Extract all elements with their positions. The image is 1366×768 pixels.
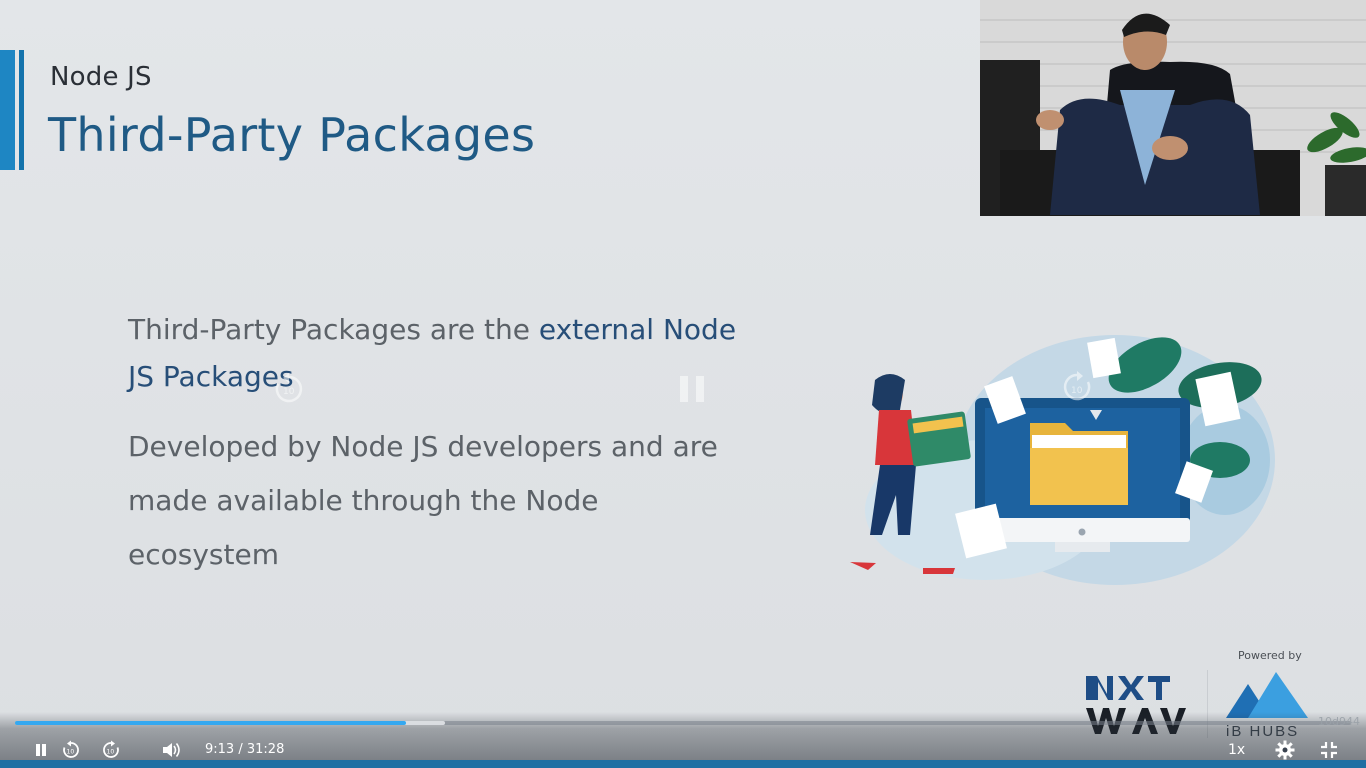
pause-icon [36, 744, 46, 756]
overlay-pause-icon[interactable] [676, 372, 708, 406]
rewind-10-icon: 10 [63, 740, 79, 758]
slide-title: Third-Party Packages [48, 108, 536, 162]
video-id-watermark: 10d944 [1318, 715, 1360, 728]
time-separator: / [238, 742, 243, 757]
presenter-image [980, 0, 1366, 216]
progress-played [15, 721, 407, 725]
volume-button[interactable] [158, 738, 184, 762]
forward-10-button[interactable]: 10 [98, 738, 124, 762]
gear-icon [1275, 740, 1295, 760]
slide-accent-bar [0, 50, 26, 170]
pause-button[interactable] [28, 738, 54, 762]
exit-fullscreen-icon [1321, 742, 1337, 758]
progress-bar[interactable] [15, 721, 1351, 725]
exit-fullscreen-button[interactable] [1316, 738, 1342, 762]
volume-icon [163, 743, 180, 757]
forward-10-icon: 10 [103, 740, 119, 758]
time-display: 9:13 / 31:28 [205, 742, 284, 757]
duration: 31:28 [246, 742, 285, 757]
slide-paragraph-description: Developed by Node JS developers and are … [128, 430, 718, 571]
overlay-rewind-icon[interactable]: 10 [272, 372, 306, 406]
definition-text: Third-Party Packages are the [128, 313, 539, 346]
current-time: 9:13 [205, 742, 235, 757]
powered-by-label: Powered by [1238, 649, 1302, 662]
rewind-10-button[interactable]: 10 [58, 738, 84, 762]
packages-illustration [850, 335, 1275, 585]
svg-text:10: 10 [283, 387, 295, 397]
settings-button[interactable] [1272, 738, 1298, 762]
definition-highlight: external Node JS Packages [128, 313, 737, 393]
player-bottom-edge [0, 760, 1366, 768]
logo-separator [1207, 670, 1208, 738]
presenter-webcam [980, 0, 1366, 216]
svg-text:10: 10 [107, 749, 115, 756]
slide-paragraph-definition: Third-Party Packages are the external No… [128, 306, 748, 400]
course-name: Node JS [50, 62, 152, 92]
player-control-bar: 10d944 10 10 [0, 712, 1366, 768]
overlay-forward-icon[interactable]: 10 [1060, 370, 1094, 404]
playback-speed-button[interactable]: 1x [1228, 742, 1246, 758]
svg-text:10: 10 [67, 749, 75, 756]
svg-text:10: 10 [1071, 386, 1083, 396]
